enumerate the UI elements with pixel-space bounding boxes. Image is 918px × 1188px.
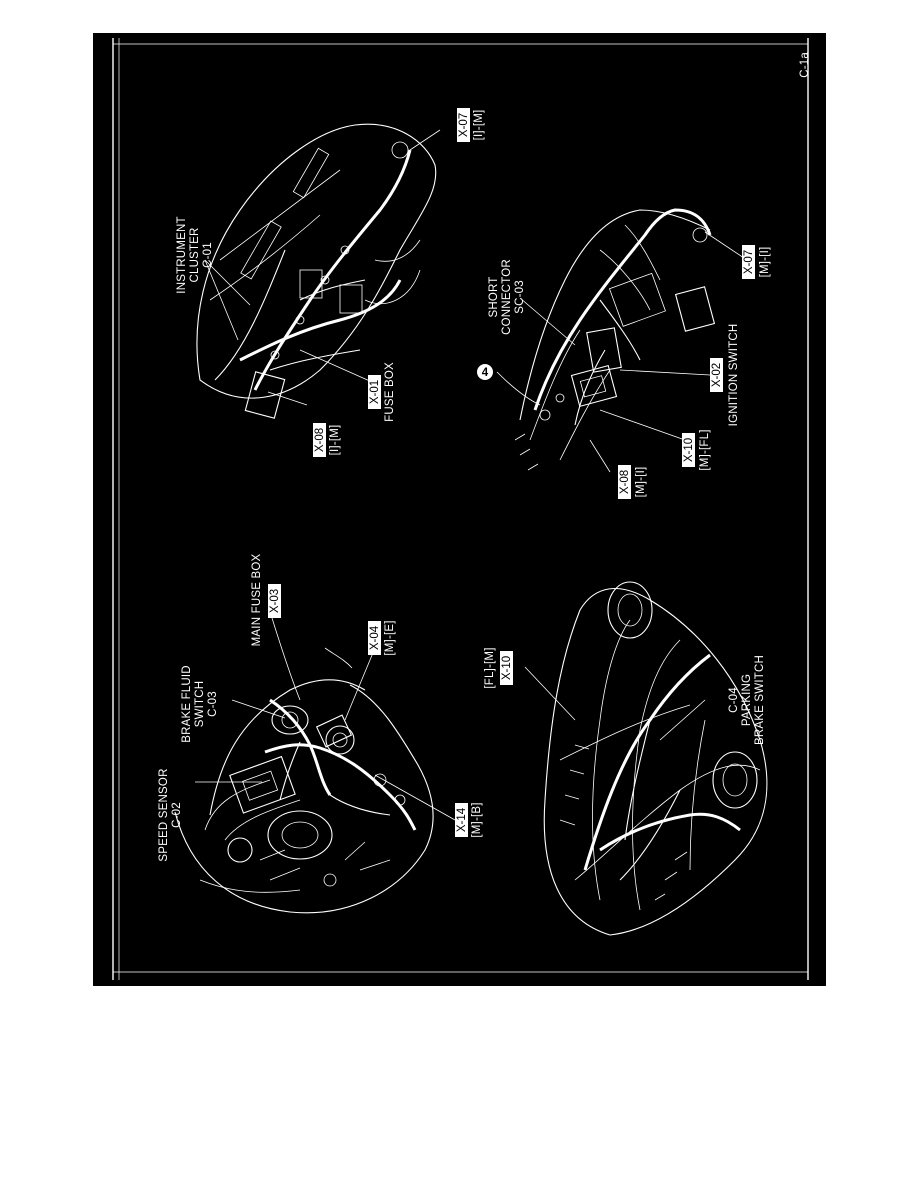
callout-number: 4 xyxy=(482,367,489,379)
x04-tag: X-04 xyxy=(369,625,381,650)
engine-bay-illustration xyxy=(174,617,456,914)
brake-fluid-switch-code: C-03 xyxy=(207,691,219,717)
x07-location-dash: [I]-[M] xyxy=(473,110,485,141)
x10-location-vehicle: [FL]-[M] xyxy=(484,647,496,688)
x07-location-steering: [M]-[I] xyxy=(759,247,771,278)
steering-column-illustration xyxy=(496,208,751,473)
short-connector-code: SC-03 xyxy=(514,280,526,314)
ignition-switch-label: IGNITION SWITCH xyxy=(728,324,740,427)
brake-fluid-switch-label-2: SWITCH xyxy=(194,681,206,728)
vehicle-illustration xyxy=(524,581,768,936)
speed-sensor-label: SPEED SENSOR xyxy=(158,768,170,861)
fuse-box-label: FUSE BOX xyxy=(384,362,396,422)
dashboard-illustration xyxy=(196,123,441,419)
x14-tag: X-14 xyxy=(456,807,468,832)
short-connector-label-2: CONNECTOR xyxy=(501,259,513,335)
x07-tag-steering: X-07 xyxy=(743,250,755,274)
x08-location-dash: [I]-[M] xyxy=(329,425,341,456)
x08-location-steering: [M]-[I] xyxy=(635,467,647,498)
instrument-cluster-label-2: CLUSTER xyxy=(189,227,201,282)
x08-tag-steering: X-08 xyxy=(619,470,631,494)
callout-4: 4 xyxy=(477,364,493,380)
short-connector-label: SHORT xyxy=(488,276,500,317)
parking-brake-switch-label-2: BRAKE SWITCH xyxy=(754,655,766,745)
main-fuse-box-label: MAIN FUSE BOX xyxy=(251,554,263,647)
instrument-cluster-label: INSTRUMENT xyxy=(176,216,188,293)
x14-location: [M]-[B] xyxy=(471,802,483,837)
parking-brake-switch-code: C-04 xyxy=(728,687,740,713)
x10-location-steering: [M]-[FL] xyxy=(699,429,711,470)
x03-tag: X-03 xyxy=(269,589,281,613)
speed-sensor-code: C-02 xyxy=(171,802,183,828)
parking-brake-switch-label: PARKING xyxy=(741,674,753,726)
x08-tag-dash: X-08 xyxy=(314,428,326,452)
x10-tag-vehicle: X-10 xyxy=(501,656,513,680)
x01-tag: X-01 xyxy=(369,380,381,404)
x07-tag-dash: X-07 xyxy=(458,113,470,137)
instrument-cluster-code: C-01 xyxy=(202,242,214,268)
page-id: C-1a xyxy=(799,52,811,78)
brake-fluid-switch-label: BRAKE FLUID xyxy=(181,665,193,743)
x02-tag: X-02 xyxy=(711,363,723,387)
x10-tag-steering: X-10 xyxy=(683,438,695,462)
x04-location: [M]-[E] xyxy=(384,620,396,655)
diagram-plate xyxy=(93,33,826,986)
